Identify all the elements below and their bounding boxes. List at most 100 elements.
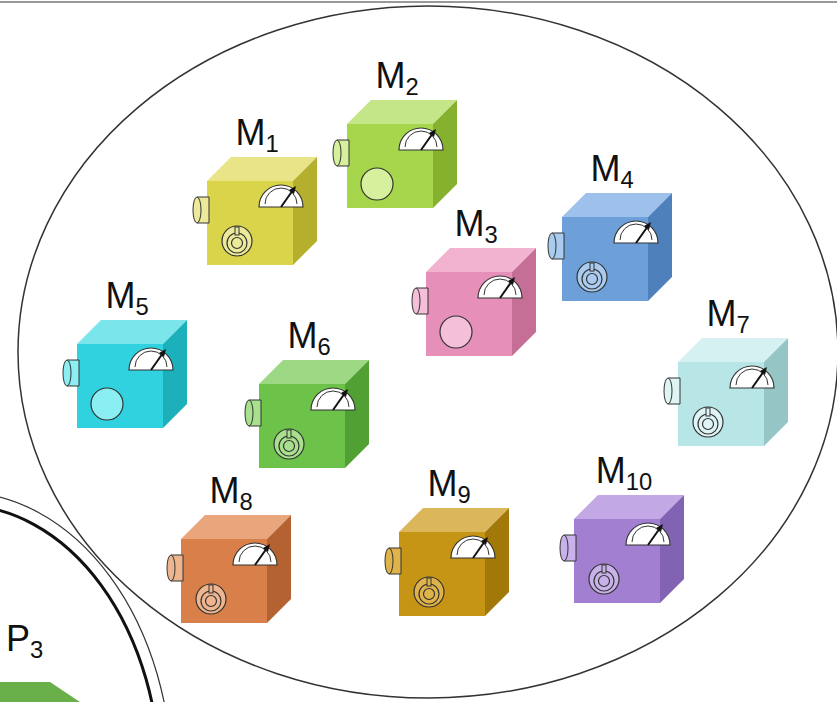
- cube-side: [764, 338, 788, 446]
- inlet-opening: [548, 233, 556, 259]
- cube-drawing: [385, 508, 509, 616]
- knob-ring: [227, 233, 247, 253]
- cube-drawing: [193, 157, 317, 265]
- gauge-dial: [233, 543, 277, 565]
- cube-side: [293, 157, 317, 265]
- port-disc: [440, 316, 472, 348]
- knob-tab: [602, 565, 606, 573]
- gauge-dial: [614, 221, 658, 243]
- gauge-dial: [626, 523, 670, 545]
- knob-center: [424, 589, 435, 600]
- module-label: M6: [287, 318, 330, 354]
- needle-head: [159, 349, 166, 357]
- gauge-needle: [648, 528, 660, 545]
- module-label: M3: [454, 206, 497, 242]
- inlet-opening: [664, 378, 672, 404]
- control-knob: [589, 564, 619, 594]
- gauge-needle: [752, 371, 764, 388]
- knob-center: [599, 576, 610, 587]
- gauge-needle: [473, 541, 485, 558]
- control-knob: [693, 407, 723, 437]
- knob-center: [703, 419, 714, 430]
- gauge-dial: [129, 348, 173, 370]
- cube-side: [163, 320, 187, 428]
- knob-ring: [279, 436, 299, 456]
- inlet-opening: [560, 535, 568, 561]
- knob-tab: [706, 408, 710, 416]
- gauge-dial: [259, 185, 303, 207]
- module-cube: M6: [245, 314, 369, 468]
- outer-membrane: [0, 492, 172, 702]
- port-disc: [361, 168, 393, 200]
- module-cube: M5: [63, 274, 187, 428]
- module-label: M7: [706, 296, 749, 332]
- inlet-opening: [63, 360, 71, 386]
- gauge-dial: [311, 388, 355, 410]
- knob-tab: [590, 263, 594, 271]
- gauge-dial: [478, 276, 522, 298]
- module-cube: M10: [560, 449, 684, 603]
- port-disc: [91, 388, 123, 420]
- knob-center: [587, 274, 598, 285]
- gauge-needle: [255, 548, 267, 565]
- control-knob: [414, 577, 444, 607]
- cube-side: [660, 495, 684, 603]
- inner-membrane: [0, 505, 160, 702]
- inlet-opening: [412, 288, 420, 314]
- needle-head: [481, 537, 488, 545]
- partition-region: P3: [0, 505, 170, 702]
- needle-head: [429, 129, 436, 137]
- cube-side: [512, 248, 536, 356]
- module-label: M8: [209, 473, 252, 509]
- knob-tab: [235, 227, 239, 235]
- control-knob: [577, 262, 607, 292]
- module-label: M10: [596, 453, 652, 489]
- module-cube: M7: [664, 292, 788, 446]
- module-cube: M4: [548, 147, 672, 301]
- knob-tab: [287, 430, 291, 438]
- module-label: M5: [105, 278, 148, 314]
- cube-drawing: [412, 248, 536, 356]
- region-ellipse: [18, 6, 837, 698]
- knob-ring: [582, 269, 602, 289]
- gauge-needle: [636, 226, 648, 243]
- module-label: M2: [375, 58, 418, 94]
- gauge-needle: [333, 393, 345, 410]
- needle-head: [656, 524, 663, 532]
- top-rule: [0, 1, 837, 3]
- knob-tab: [427, 578, 431, 586]
- cube-drawing: [548, 193, 672, 301]
- cube-side: [433, 100, 457, 208]
- cube-side: [345, 360, 369, 468]
- gauge-dial: [399, 128, 443, 150]
- gauge-needle: [151, 353, 163, 370]
- gauge-needle: [500, 281, 512, 298]
- cube-side: [267, 515, 291, 623]
- knob-tab: [209, 585, 213, 593]
- control-knob: [274, 429, 304, 459]
- cube-drawing: [167, 515, 291, 623]
- gauge-needle: [421, 133, 433, 150]
- module-label: M4: [590, 151, 633, 187]
- inlet-opening: [193, 197, 201, 223]
- control-knob: [222, 226, 252, 256]
- module-label: M9: [427, 466, 470, 502]
- module-top-fragment: [0, 682, 80, 702]
- inlet-opening: [245, 400, 253, 426]
- gauge-dial: [451, 536, 495, 558]
- inlet-opening: [385, 548, 393, 574]
- needle-head: [263, 544, 270, 552]
- cube-drawing: [245, 360, 369, 468]
- cube-drawing: [333, 100, 457, 208]
- cube-drawing: [63, 320, 187, 428]
- needle-head: [508, 277, 515, 285]
- needle-head: [760, 367, 767, 375]
- needle-head: [341, 389, 348, 397]
- cube-drawing: [560, 495, 684, 603]
- cube-side: [648, 193, 672, 301]
- gauge-needle: [281, 190, 293, 207]
- knob-center: [232, 238, 243, 249]
